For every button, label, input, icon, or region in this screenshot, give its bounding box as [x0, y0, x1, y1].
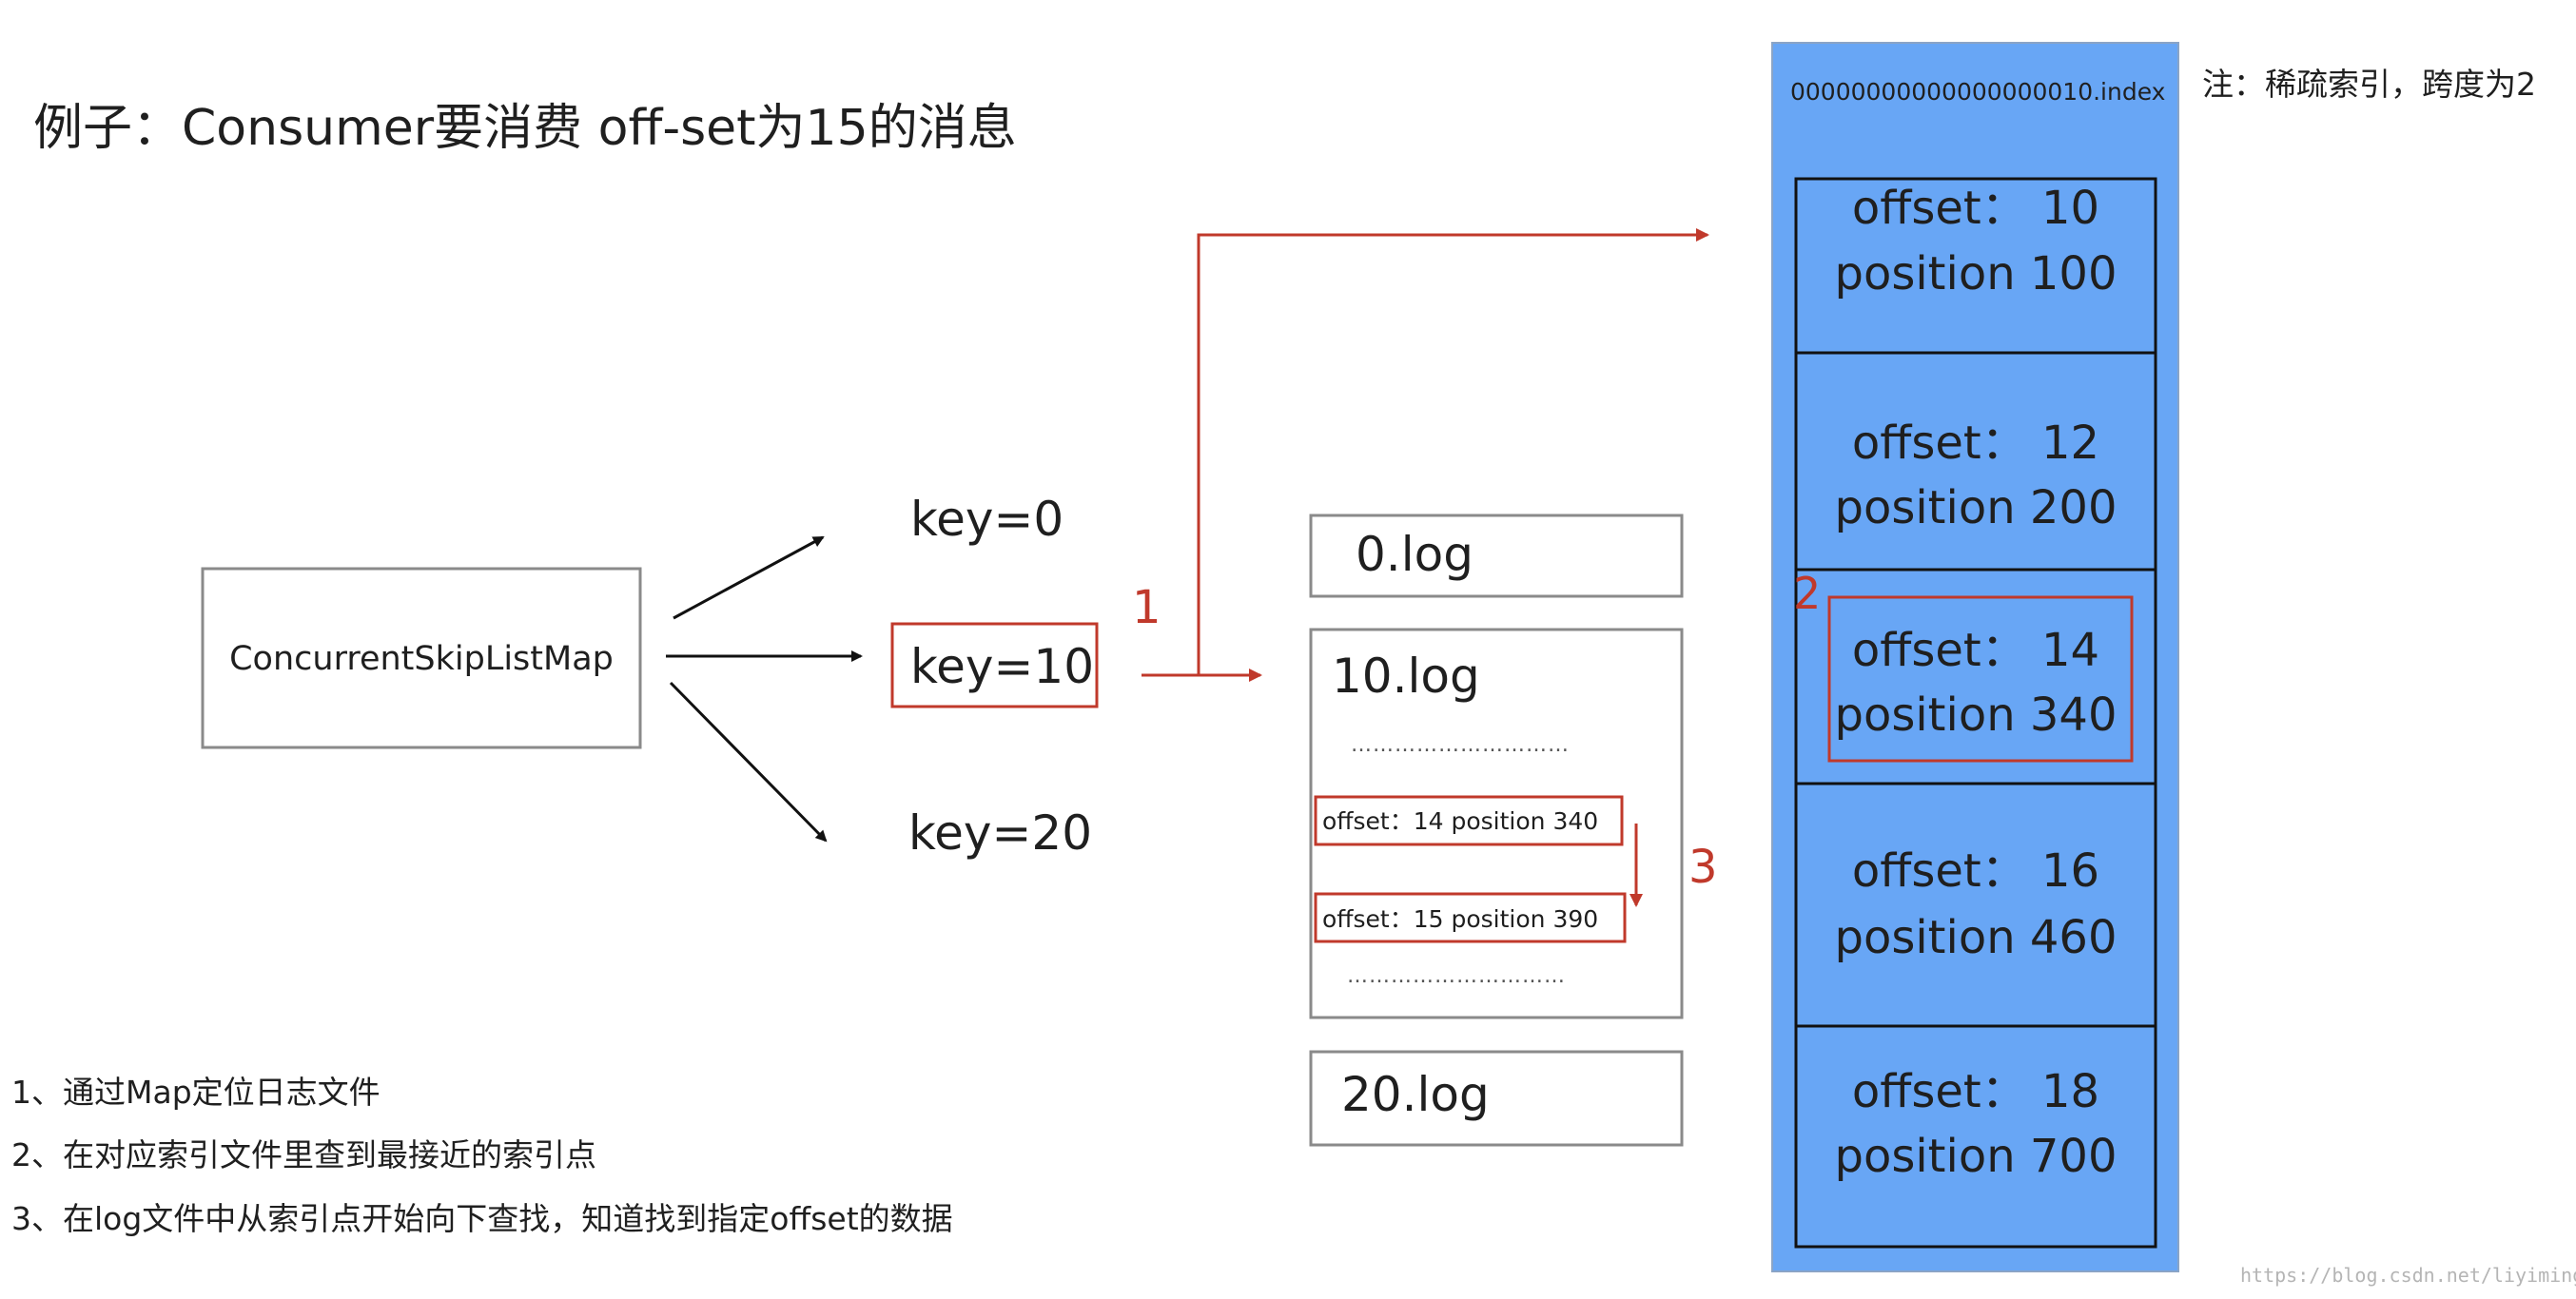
step-2-description: 2、在对应索引文件里查到最接近的索引点 [11, 1136, 596, 1173]
map-to-key20-arrow [669, 681, 828, 843]
index-file-panel [1771, 42, 2179, 1272]
diagram-title: 例子：Consumer要消费 off-set为15的消息 [33, 100, 1017, 157]
index-entry-2-position: position 200 [1835, 481, 2117, 534]
skiplist-map-box [201, 567, 642, 749]
log-entry-14-label: offset：14 position 340 [1322, 807, 1598, 835]
log-10-dots-top: ………………………… [1351, 733, 1570, 757]
step-3-marker: 3 [1688, 841, 1718, 894]
index-entry-5-position: position 700 [1835, 1130, 2117, 1183]
key-10-highlight-box [890, 622, 1099, 708]
index-entry-3-position: position 340 [1835, 688, 2117, 742]
index-entry-2-offset: offset： 12 [1852, 417, 2099, 470]
log-0-box [1309, 514, 1684, 598]
index-entry-1-position: position 100 [1835, 247, 2117, 301]
key-20-label: key=20 [908, 805, 1092, 861]
key-10-label: key=10 [910, 639, 1094, 694]
sparse-index-note: 注：稀疏索引，跨度为2 [2202, 66, 2536, 103]
key-0-label: key=0 [910, 492, 1064, 547]
index-filename: 00000000000000000010.index [1790, 78, 2165, 106]
log-entry-15-highlight [1314, 892, 1627, 943]
log-20-label: 20.log [1341, 1067, 1490, 1122]
step-1-description: 1、通过Map定位日志文件 [11, 1074, 381, 1111]
key10-to-index-arrow [1197, 228, 1709, 675]
index-entry-3-offset: offset： 14 [1852, 624, 2099, 677]
skiplist-map-label: ConcurrentSkipListMap [229, 640, 614, 678]
index-entry-4-offset: offset： 16 [1852, 844, 2099, 898]
log-20-box [1309, 1050, 1684, 1147]
log-10-label: 10.log [1332, 649, 1480, 704]
index-entry-3-highlight [1827, 595, 2134, 763]
watermark: https://blog.csdn.net/liyiming2017 [2240, 1264, 2576, 1287]
log-10-dots-bottom: ………………………… [1347, 964, 1566, 988]
step-3-description: 3、在log文件中从索引点开始向下查找，知道找到指定offset的数据 [11, 1200, 953, 1237]
log-entry-15-label: offset：15 position 390 [1322, 905, 1598, 933]
step-2-marker: 2 [1793, 568, 1821, 619]
index-entry-5 [1794, 1024, 2157, 1249]
step-1-marker: 1 [1132, 581, 1161, 634]
log-0-label: 0.log [1356, 527, 1473, 582]
log-10-box [1309, 628, 1684, 1019]
index-entry-5-offset: offset： 18 [1852, 1065, 2099, 1118]
index-entry-1-offset: offset： 10 [1852, 182, 2099, 235]
map-to-key0-arrow [673, 535, 825, 620]
index-entry-4-position: position 460 [1835, 911, 2117, 964]
log-entry-14-highlight [1314, 795, 1624, 846]
